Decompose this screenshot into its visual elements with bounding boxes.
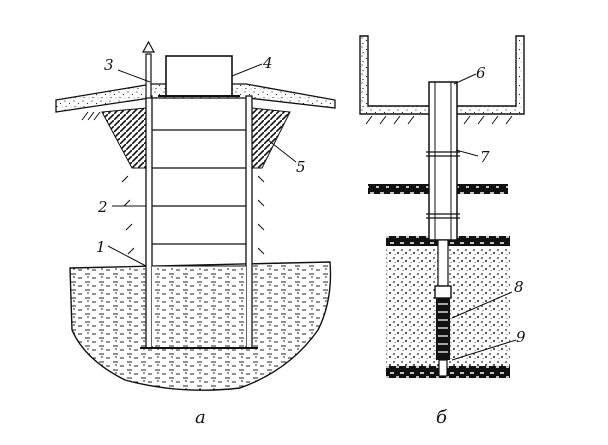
callout-4: 4 [262,54,273,72]
clay-lock-right [251,107,291,169]
vent-pipe [145,53,152,99]
shaft-water [152,266,246,346]
filter-head [434,285,452,299]
shaft-rings [152,129,246,245]
trench-hatch-right [257,175,265,255]
pit-hatch [365,115,513,125]
clay-lock-left [101,107,147,169]
shaft-well [55,40,336,391]
shaft-wall-right [245,95,253,349]
trench-hatch-left [121,175,135,255]
callout-1: 1 [96,238,106,256]
callout-9: 9 [516,328,526,346]
sump [438,359,448,377]
callout-5: 5 [296,158,306,176]
tube-well [359,35,525,378]
pit-wall [359,35,525,115]
casing-pipe [428,81,458,241]
well-head [165,55,233,97]
callout-2: 2 [97,198,108,216]
caption-right: б [436,407,448,428]
filter [436,298,450,360]
callout-8: 8 [514,278,524,296]
inner-pipe [437,239,449,287]
callout-3: 3 [104,56,114,74]
aquiclude-lower [386,366,510,378]
leader-lines [107,63,517,361]
casing-couplings [426,151,460,219]
vent-arrow [141,40,156,53]
callout-6: 6 [476,64,486,82]
callout-7: 7 [480,148,490,166]
shaft-wall-left [145,95,153,349]
caption-left: а [195,407,206,428]
